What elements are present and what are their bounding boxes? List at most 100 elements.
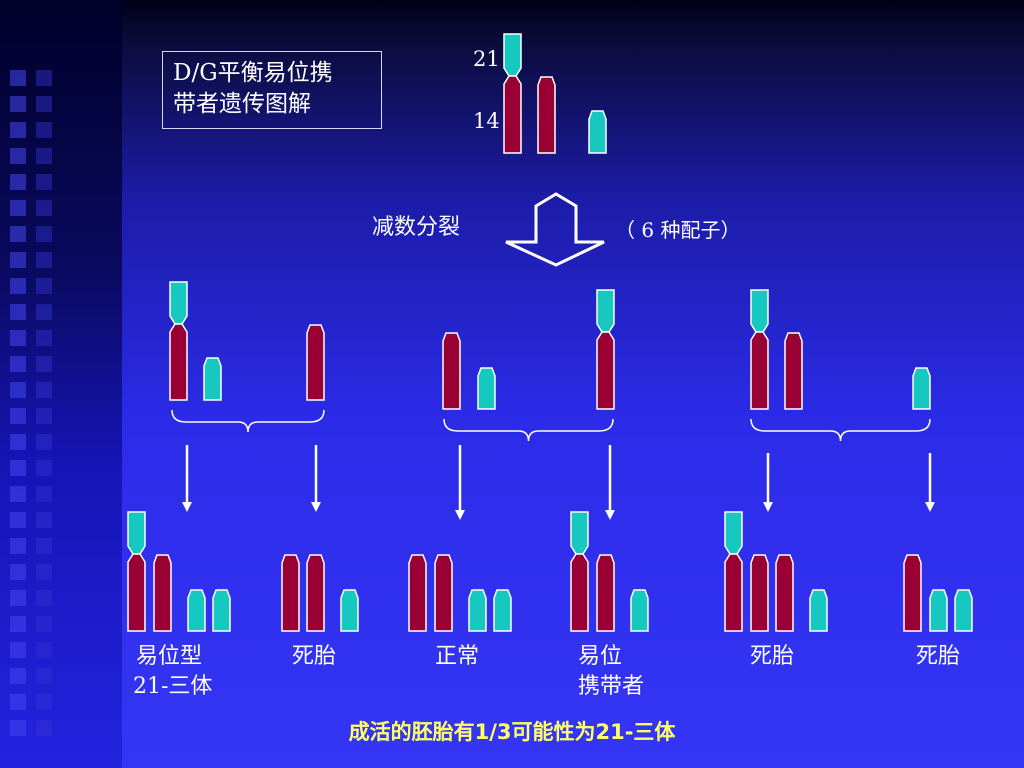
decorative-square <box>36 564 52 580</box>
decorative-square <box>36 304 52 320</box>
translocation-14-arm <box>169 323 188 401</box>
decorative-square <box>10 486 26 502</box>
chromosome-21 <box>212 589 231 632</box>
chromosome-14 <box>408 554 427 632</box>
down-arrow-head <box>182 502 192 512</box>
decorative-square <box>36 70 52 86</box>
outcome-6-label: 死胎 <box>916 644 961 669</box>
decorative-square <box>10 668 26 684</box>
decorative-square <box>10 694 26 710</box>
chromosome-14 <box>784 332 803 410</box>
decorative-square <box>36 200 52 216</box>
grouping-brace <box>171 409 325 433</box>
decorative-square <box>36 642 52 658</box>
translocation-14-arm <box>570 553 589 632</box>
chromosome-14 <box>306 554 325 632</box>
chromosome-21 <box>468 589 487 632</box>
chromosome-21 <box>929 589 948 632</box>
chromosome-21 <box>954 589 973 632</box>
chromosome-21 <box>187 589 206 632</box>
decorative-square <box>10 382 26 398</box>
decorative-square <box>10 460 26 476</box>
decorative-square <box>10 512 26 528</box>
decorative-square <box>10 720 26 736</box>
decorative-square <box>10 278 26 294</box>
outcome-1-line1: 易位型 <box>136 644 203 669</box>
decorative-square <box>36 252 52 268</box>
decorative-square <box>10 148 26 164</box>
chromosome-21 <box>630 589 649 632</box>
decorative-square <box>36 486 52 502</box>
decorative-square <box>10 434 26 450</box>
outcome-1-line2: 21-三体 <box>133 674 213 699</box>
decorative-square <box>10 226 26 242</box>
chromosome-21 <box>912 367 931 410</box>
outcome-3-label: 正常 <box>435 644 480 669</box>
decorative-square <box>36 278 52 294</box>
decorative-square <box>36 96 52 112</box>
decorative-square <box>10 408 26 424</box>
label-chromosome-14: 14 <box>473 109 500 133</box>
decorative-square <box>10 304 26 320</box>
decorative-square <box>10 200 26 216</box>
translocation-14-arm <box>503 75 522 154</box>
chromosome-14 <box>281 554 300 632</box>
translocation-21-arm <box>570 511 589 555</box>
decorative-square <box>10 122 26 138</box>
decorative-square <box>36 460 52 476</box>
chromosome-14 <box>596 554 615 632</box>
summary-text: 成活的胚胎有1/3可能性为21-三体 <box>348 720 676 744</box>
decorative-square <box>36 512 52 528</box>
chromosome-14 <box>537 76 556 154</box>
decorative-square <box>10 642 26 658</box>
decorative-square <box>36 148 52 164</box>
decorative-square <box>10 70 26 86</box>
meiosis-label: 减数分裂 <box>372 215 461 240</box>
chromosome-14 <box>434 554 453 632</box>
diagram-title: D/G平衡易位携 带者遗传图解 <box>162 51 382 129</box>
decorative-square <box>10 356 26 372</box>
gametes-note: （ 6 种配子） <box>615 218 741 242</box>
chromosome-14 <box>775 554 794 632</box>
translocation-14-arm <box>724 553 743 632</box>
decorative-square <box>36 720 52 736</box>
outcome-4-line1: 易位 <box>578 644 623 669</box>
decorative-square <box>10 590 26 606</box>
chromosome-21 <box>809 589 828 632</box>
down-arrow-head <box>925 502 935 512</box>
translocation-21-arm <box>724 511 743 555</box>
decorative-square <box>36 382 52 398</box>
translocation-21-arm <box>503 33 522 77</box>
down-arrow-head <box>605 510 615 520</box>
meiosis-arrow <box>505 192 605 267</box>
decorative-square <box>36 538 52 554</box>
grouping-brace <box>443 418 614 442</box>
decorative-square <box>36 434 52 450</box>
chromosome-21 <box>203 357 222 401</box>
chromosome-14 <box>903 554 922 632</box>
outcome-2-label: 死胎 <box>292 644 337 669</box>
translocation-21-arm <box>596 289 615 333</box>
decorative-square <box>10 252 26 268</box>
down-arrow-head <box>455 510 465 520</box>
outcome-4-line2: 携带者 <box>578 674 645 699</box>
decorative-square <box>10 564 26 580</box>
decorative-square <box>36 694 52 710</box>
decorative-square <box>36 668 52 684</box>
chromosome-21 <box>477 367 496 410</box>
down-arrow-head <box>311 502 321 512</box>
translocation-21-arm <box>127 511 146 555</box>
chromosome-21 <box>340 589 359 632</box>
decorative-square <box>36 330 52 346</box>
down-arrow-head <box>763 502 773 512</box>
chromosome-14 <box>442 332 461 410</box>
translocation-14-arm <box>596 331 615 410</box>
decorative-square <box>10 174 26 190</box>
translocation-14-arm <box>750 331 769 410</box>
decorative-square <box>10 538 26 554</box>
translocation-21-arm <box>169 281 188 325</box>
decorative-square <box>10 96 26 112</box>
translocation-21-arm <box>750 289 769 333</box>
chromosome-14 <box>306 324 325 401</box>
